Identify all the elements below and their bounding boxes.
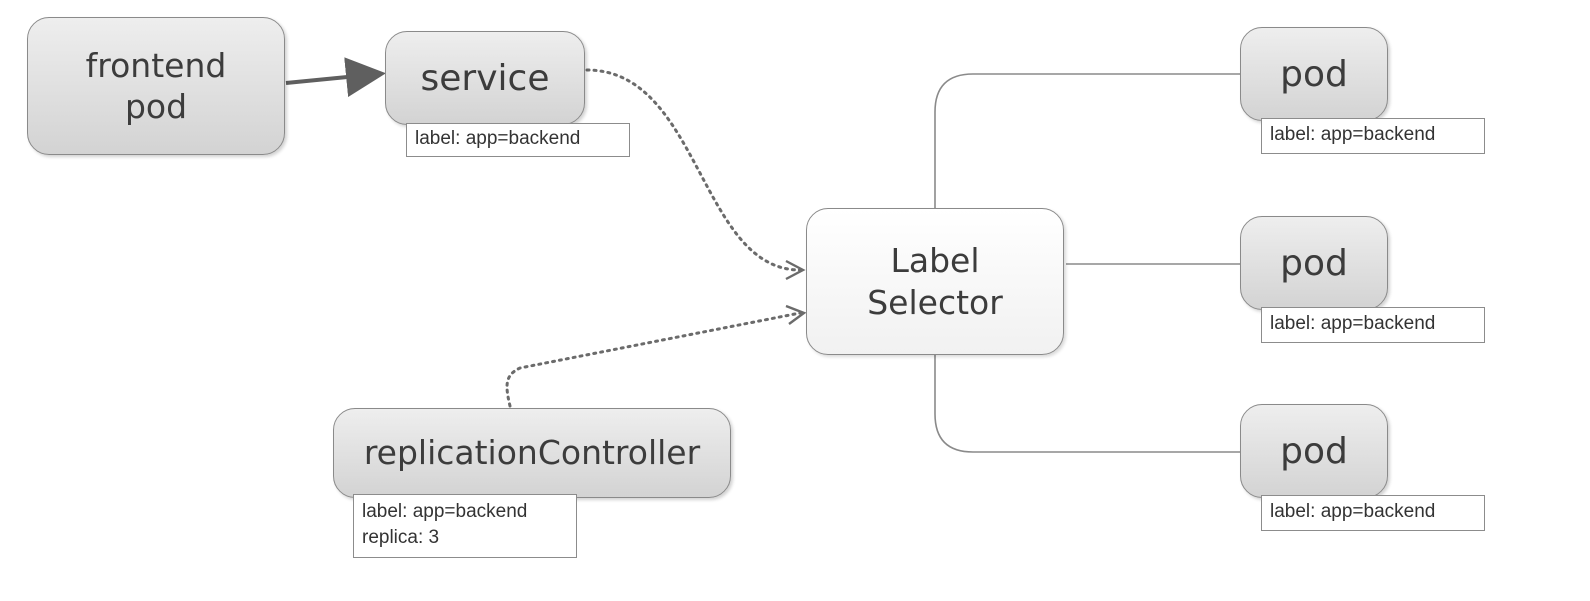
rc-to-selector-dotted-arrow	[505, 311, 802, 408]
replication-controller-label-box: label: app=backend replica: 3	[353, 494, 577, 558]
service-title: service	[420, 57, 550, 99]
selector-to-pod-3-line	[934, 355, 1242, 453]
service-label-text: label: app=backend	[415, 128, 581, 149]
pod-node-3: pod	[1240, 404, 1388, 498]
pod-1-label-text: label: app=backend	[1270, 124, 1436, 145]
frontend-pod-line1: frontend	[85, 45, 227, 85]
replication-controller-title: replicationController	[363, 433, 701, 473]
pod-node-2: pod	[1240, 216, 1388, 310]
pod-3-label-text: label: app=backend	[1270, 501, 1436, 522]
frontend-to-service-arrow	[285, 57, 386, 98]
pod-3-title: pod	[1280, 430, 1348, 472]
label-selector-node: Label Selector	[806, 208, 1064, 355]
rc-arrowhead	[785, 304, 807, 325]
pod-2-label-text: label: app=backend	[1270, 313, 1436, 334]
pod-2-title: pod	[1280, 242, 1348, 284]
pod-2-label-box: label: app=backend	[1261, 307, 1485, 343]
replication-controller-node: replicationController	[333, 408, 731, 498]
pod-1-title: pod	[1280, 53, 1348, 95]
service-label-box: label: app=backend	[406, 123, 630, 157]
replication-controller-label-line1: label: app=backend	[362, 501, 528, 522]
replication-controller-label-line2: replica: 3	[362, 527, 440, 548]
label-selector-line1: Label	[890, 241, 980, 281]
service-node: service	[385, 31, 585, 125]
pod-1-label-box: label: app=backend	[1261, 118, 1485, 154]
pod-node-1: pod	[1240, 27, 1388, 121]
selector-to-pod-1-line	[934, 73, 1242, 208]
service-arrowhead	[785, 259, 806, 281]
service-to-selector-dotted-arrow	[585, 68, 802, 272]
frontend-pod-node: frontend pod	[27, 17, 285, 155]
label-selector-line2: Selector	[867, 282, 1003, 322]
frontend-pod-line2: pod	[124, 87, 188, 126]
pod-3-label-box: label: app=backend	[1261, 495, 1485, 531]
